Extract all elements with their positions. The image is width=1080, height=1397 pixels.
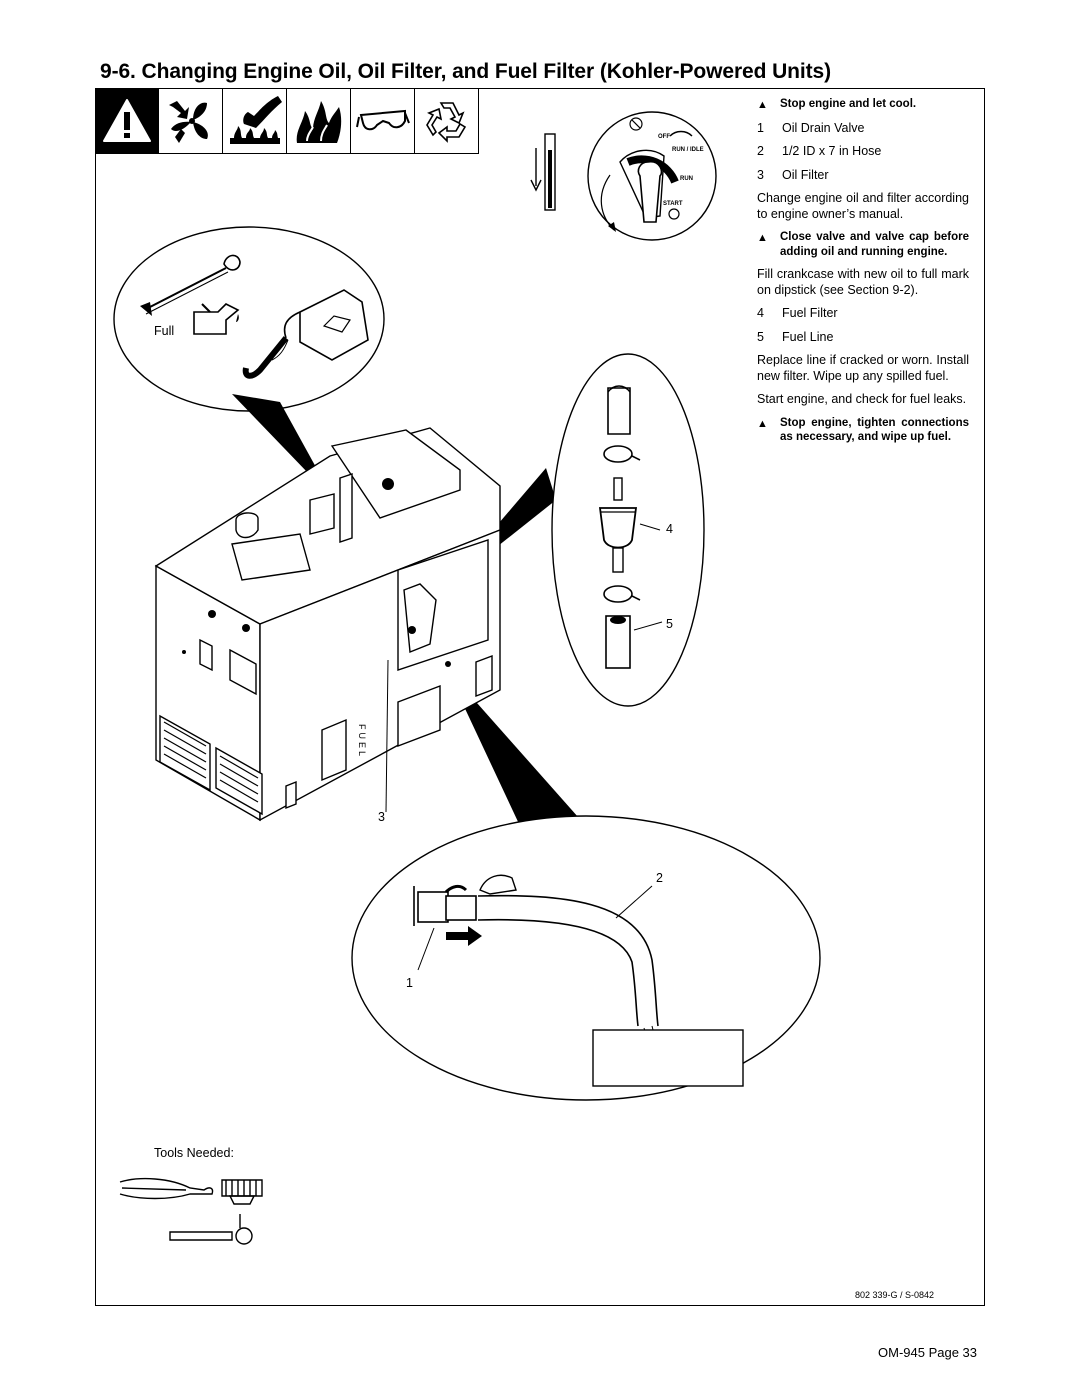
warning-icon-bar <box>95 88 479 154</box>
oil-drain-detail <box>351 815 821 1101</box>
warning-triangle-bullet-icon: ▲ <box>757 99 768 111</box>
list-item: 1 Oil Drain Valve <box>757 120 865 135</box>
figure-frame <box>95 88 985 1306</box>
instruction-paragraph: Start engine, and check for fuel leaks. <box>757 392 967 406</box>
instruction-paragraph: Change engine oil and filter according t… <box>757 191 969 221</box>
fire-icon <box>287 88 351 154</box>
drawing-code: 802 339-G / S-0842 <box>855 1290 935 1300</box>
callout-5: 5 <box>666 617 673 631</box>
switch-label-run-idle: RUN / IDLE <box>672 147 704 153</box>
warning-triangle-bullet-icon: ▲ <box>757 232 768 244</box>
list-item: 3 Oil Filter <box>757 167 829 182</box>
instruction-paragraph: Fill crankcase with new oil to full mark… <box>757 267 969 297</box>
hot-parts-hand-icon <box>223 88 287 154</box>
warning-step: ▲ Stop engine and let cool. <box>757 98 917 111</box>
switch-label-run: RUN <box>680 176 693 182</box>
warning-triangle-icon <box>95 88 159 154</box>
moving-parts-fan-icon <box>159 88 223 154</box>
page-title: 9-6. Changing Engine Oil, Oil Filter, an… <box>100 60 831 83</box>
instruction-paragraph: Replace line if cracked or worn. Install… <box>757 353 969 383</box>
list-item: 4 Fuel Filter <box>757 306 838 320</box>
fuel-filter-detail <box>551 353 705 707</box>
list-item: 5 Fuel Line <box>757 329 834 344</box>
recycle-icon <box>415 88 479 154</box>
callout-3: 3 <box>378 810 385 824</box>
tools-needed-icons <box>119 1177 263 1245</box>
instructions-column: ▲ Stop engine and let cool. 1 Oil Drain … <box>757 97 969 453</box>
list-item: 2 1/2 ID x 7 in Hose <box>757 144 882 158</box>
callout-4: 4 <box>666 522 673 536</box>
tools-needed-label: Tools Needed: <box>154 1146 234 1160</box>
callout-1: 1 <box>406 976 413 990</box>
page-number: OM-945 Page 33 <box>878 1345 978 1360</box>
callout-2: 2 <box>656 871 663 885</box>
warning-step: ▲ Stop engine, tighten connections as ne… <box>757 416 969 444</box>
cool-down-thermometer-icon <box>530 133 556 211</box>
fuel-panel-label: FUEL <box>357 724 367 760</box>
engine-switch-detail <box>587 111 717 241</box>
oil-fill-detail <box>113 226 385 412</box>
warning-triangle-bullet-icon: ▲ <box>757 417 768 430</box>
welder-generator-unit <box>154 427 501 822</box>
safety-glasses-icon <box>351 88 415 154</box>
switch-label-off: OFF <box>658 134 670 140</box>
dipstick-full-label: Full <box>154 324 175 338</box>
warning-step: ▲ Close valve and valve cap before addin… <box>757 231 969 258</box>
welder-grille-vents <box>163 721 259 803</box>
switch-label-start: START <box>663 201 683 207</box>
